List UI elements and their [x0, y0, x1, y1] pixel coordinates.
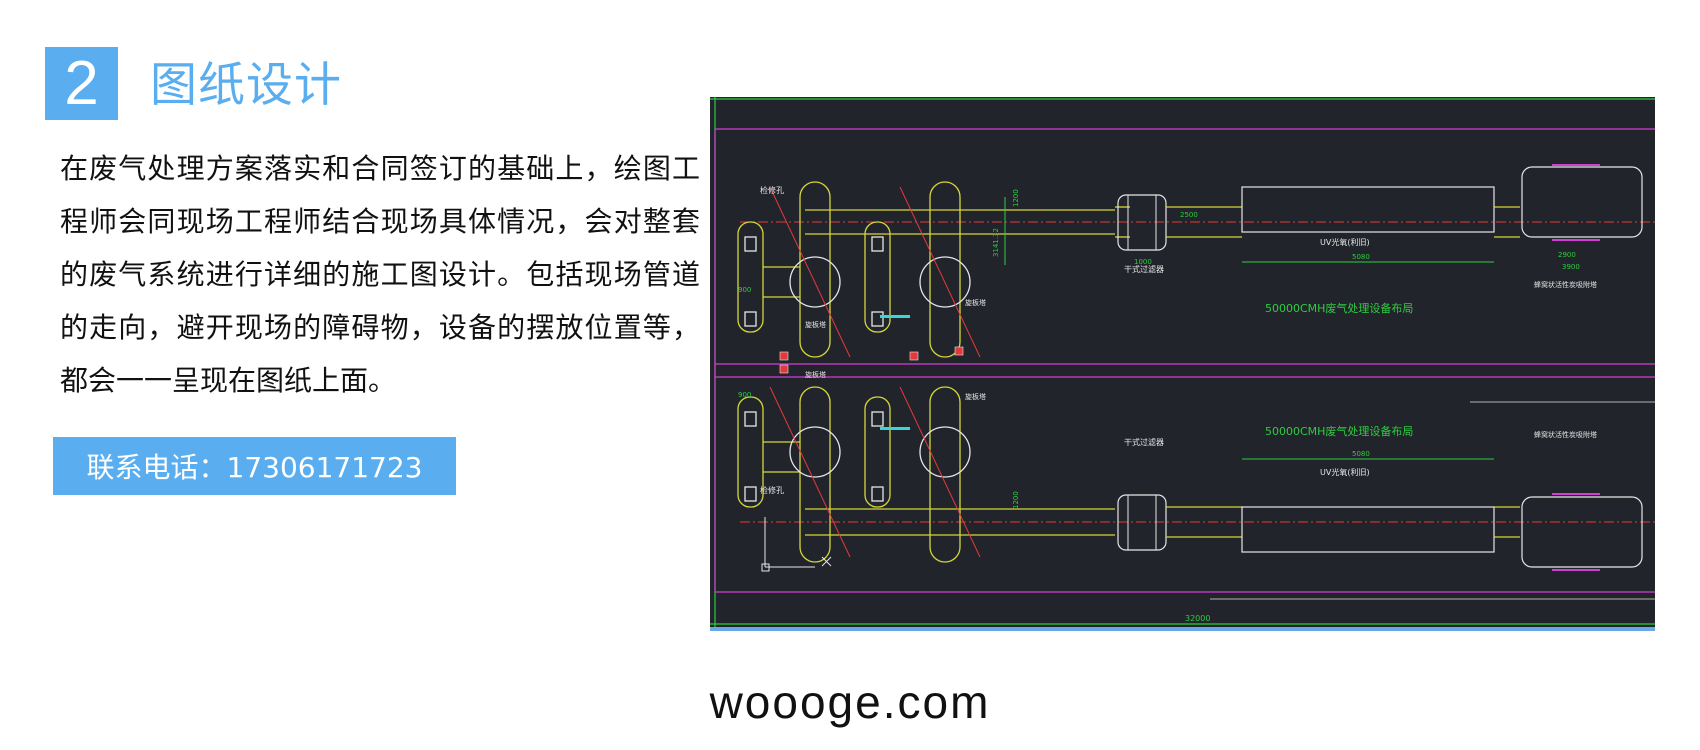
watermark-footer: woooge.com [709, 676, 991, 728]
spray-tower-label-1: 旋板塔 [805, 320, 826, 329]
dim-2900-top: 2900 [1558, 251, 1576, 259]
dim-1200-top: 1200 [1012, 189, 1020, 207]
uv-label-top: UV光氧(利旧) [1320, 237, 1370, 247]
section-number-badge: 2 [45, 47, 118, 120]
dim-1200-bottom: 1200 [1012, 491, 1020, 509]
dry-filter-label-top: 干式过滤器 [1124, 264, 1164, 274]
inspection-hole-label-top: 检修孔 [760, 185, 784, 195]
dry-filter-label-bottom: 干式过滤器 [1124, 437, 1164, 447]
layout-title-top: 50000CMH废气处理设备布局 [1265, 301, 1413, 315]
dim-5080-top: 5080 [1352, 253, 1370, 261]
dim-5080-bottom: 5080 [1352, 450, 1370, 458]
dim-900-top: 900 [738, 286, 751, 294]
spray-tower-label-4: 旋板塔 [965, 392, 986, 401]
spray-tower-label-2: 旋板塔 [965, 298, 986, 307]
description-text: 在废气处理方案落实和合同签订的基础上，绘图工程师会同现场工程师结合现场具体情况，… [60, 152, 700, 397]
dim-1000-top: 1000 [1134, 258, 1152, 266]
contact-phone-banner: 联系电话：17306171723 [53, 437, 456, 495]
inspection-hole-label-bottom: 检修孔 [760, 485, 784, 495]
dim-total-label: 32000 [1185, 614, 1210, 623]
cad-drawing-image: 32000 干式过滤器 1000 2500 UV光氧(利旧) 5080 [710, 97, 1655, 631]
carbon-label-bottom: 蜂窝状活性炭吸附塔 [1534, 430, 1597, 439]
dim-3900-top: 3900 [1562, 263, 1580, 271]
carbon-label-top: 蜂窝状活性炭吸附塔 [1534, 280, 1597, 289]
layout-title-bottom: 50000CMH废气处理设备布局 [1265, 424, 1413, 438]
dim-900-bottom: 900 [738, 391, 751, 399]
section-title: 图纸设计 [150, 58, 342, 113]
dim-3141-label: 3141.32 [992, 228, 1000, 257]
uv-label-bottom: UV光氧(利旧) [1320, 467, 1370, 477]
dim-2500-top: 2500 [1180, 211, 1198, 219]
spray-tower-label-3: 旋板塔 [805, 370, 826, 379]
